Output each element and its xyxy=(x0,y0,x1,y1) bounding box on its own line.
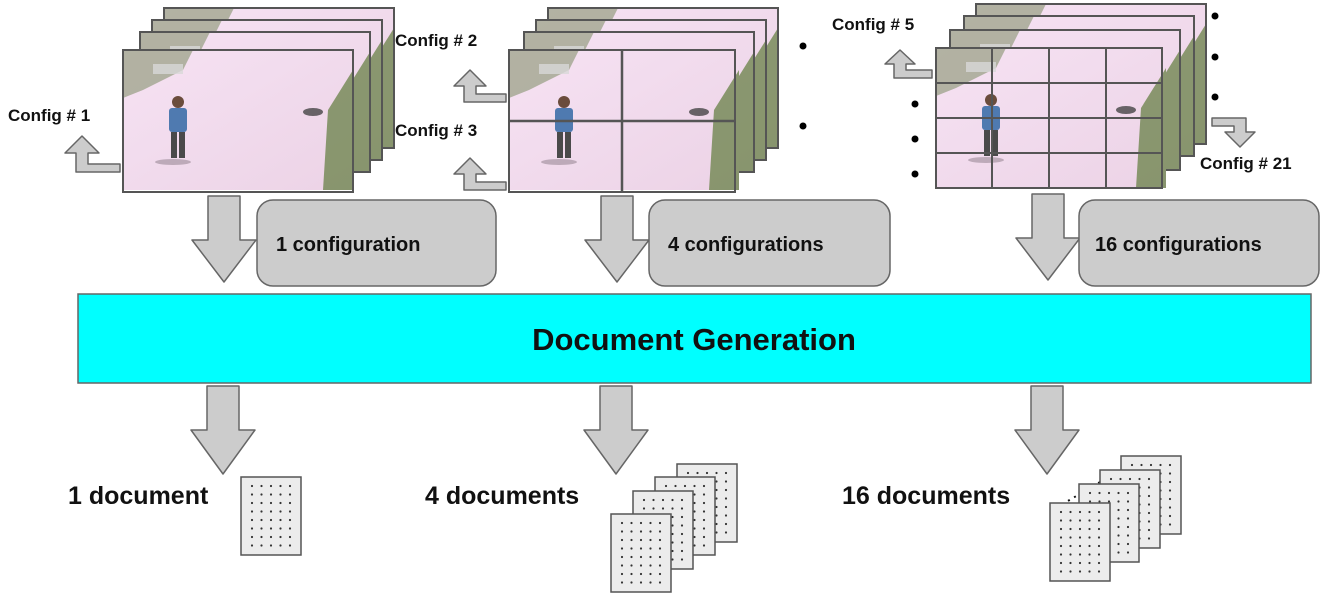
config-box-1: 1 configuration xyxy=(256,199,497,287)
config-box-label-3: 16 configurations xyxy=(1095,234,1262,256)
config-box-3: 16 configurations xyxy=(1078,199,1320,287)
curved-arrow-icon xyxy=(884,49,933,79)
config-box-label-2: 4 configurations xyxy=(668,234,824,256)
document-icon xyxy=(1049,502,1111,582)
frame-stack-2 xyxy=(508,7,779,193)
curved-arrow-icon xyxy=(64,135,121,173)
document-count-label-3: 16 documents xyxy=(842,482,1010,510)
frame-stack-1 xyxy=(122,7,395,193)
document-count-label-1: 1 document xyxy=(68,482,209,510)
document-generation-bar: Document Generation xyxy=(77,293,1312,384)
config-label-3: Config # 3 xyxy=(395,121,477,140)
config-label-5: Config # 5 xyxy=(832,15,914,34)
down-arrow-icon xyxy=(191,195,257,283)
document-count-label-2: 4 documents xyxy=(425,482,579,510)
config-box-label-1: 1 configuration xyxy=(276,234,420,256)
down-arrow-icon xyxy=(1014,385,1080,475)
config-label-2: Config # 2 xyxy=(395,31,477,50)
document-icon xyxy=(610,513,672,593)
document-stack-1 xyxy=(240,476,302,556)
document-stack-3 xyxy=(1049,455,1182,582)
ellipsis-dots xyxy=(799,12,1219,178)
config-box-2: 4 configurations xyxy=(648,199,891,287)
config-label-21: Config # 21 xyxy=(1200,154,1292,173)
down-arrow-icon xyxy=(583,385,649,475)
down-arrow-icon xyxy=(1015,193,1081,281)
curved-arrow-icon xyxy=(1211,117,1256,148)
down-arrow-icon xyxy=(584,195,650,283)
curved-arrow-icon xyxy=(453,157,507,191)
curved-arrow-icon xyxy=(453,69,507,103)
down-arrow-icon xyxy=(190,385,256,475)
config-label-1: Config # 1 xyxy=(8,106,90,125)
document-stack-2 xyxy=(610,463,738,593)
document-generation-label: Document Generation xyxy=(532,322,856,357)
frame-stack-3 xyxy=(935,3,1207,189)
document-icon xyxy=(240,476,302,556)
